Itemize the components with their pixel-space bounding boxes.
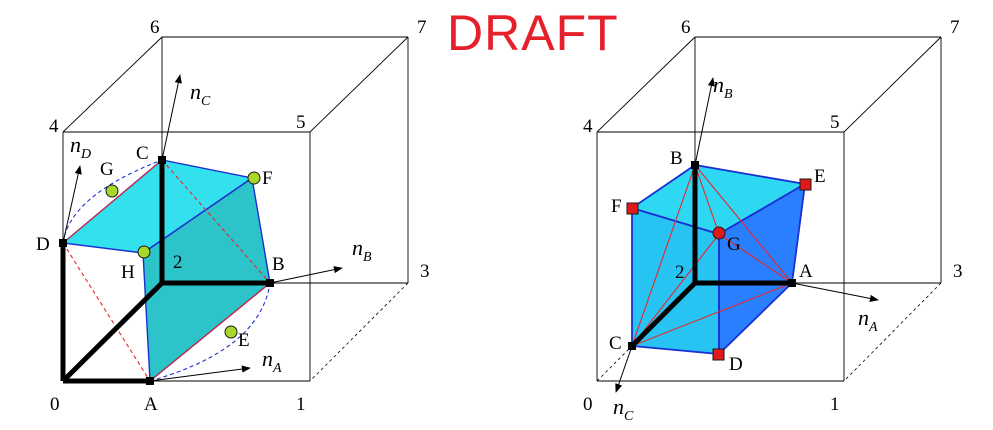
right-point-B: B <box>670 148 683 169</box>
right-cube-hidden-edges <box>596 282 942 382</box>
right-corner-7: 7 <box>950 17 960 38</box>
right-corner-2: 2 <box>675 262 685 283</box>
right-point-C: C <box>609 333 622 354</box>
left-corner-1: 1 <box>296 394 306 415</box>
left-point-G: G <box>100 159 114 180</box>
left-point-D: D <box>36 234 50 255</box>
left-cube: 0 1 2 3 4 5 6 7 A B C D E F G H nA nB nC… <box>36 17 430 415</box>
right-thick-axes <box>630 165 792 348</box>
right-point-D: D <box>729 354 743 375</box>
right-corner-5: 5 <box>830 112 840 133</box>
left-normal-nA: nA <box>262 346 282 376</box>
right-corner-6: 6 <box>681 17 691 38</box>
left-normal-nC: nC <box>190 79 211 109</box>
left-corner-4: 4 <box>49 116 59 137</box>
left-corner-0: 0 <box>50 394 60 415</box>
right-red-markers <box>626 178 812 361</box>
right-point-E: E <box>814 166 826 187</box>
left-point-E: E <box>238 330 250 351</box>
right-point-A: A <box>799 261 813 282</box>
right-corner-1: 1 <box>830 394 840 415</box>
right-red-lines <box>631 164 793 347</box>
left-corner-7: 7 <box>417 17 427 38</box>
left-point-F: F <box>262 168 273 189</box>
left-normal-nD: nD <box>70 132 91 162</box>
right-corner-0: 0 <box>583 394 593 415</box>
left-normal-arrows <box>62 74 343 382</box>
left-cube-hidden-edges <box>309 282 409 382</box>
right-corner-3: 3 <box>953 261 963 282</box>
right-normal-nB: nB <box>713 72 733 102</box>
left-corner-5: 5 <box>296 112 306 133</box>
left-red-solid <box>62 159 271 382</box>
left-normal-nB: nB <box>352 235 372 265</box>
right-normal-nC: nC <box>613 394 634 424</box>
right-corner-4: 4 <box>583 116 593 137</box>
left-point-B: B <box>272 254 285 275</box>
right-point-G: G <box>727 234 741 255</box>
left-green-markers <box>105 171 261 339</box>
right-cube: 0 1 2 3 4 5 6 7 A B C D E F G nB nA nC <box>583 17 963 424</box>
left-red-dashed <box>62 159 271 382</box>
left-point-H: H <box>121 262 135 283</box>
left-corner-6: 6 <box>150 17 160 38</box>
left-point-A: A <box>144 394 158 415</box>
left-corner-2: 2 <box>173 252 183 273</box>
draft-watermark: DRAFT <box>447 5 619 61</box>
left-thick-axes <box>60 160 270 384</box>
left-corner-3: 3 <box>420 261 430 282</box>
right-normal-arrows <box>615 77 879 393</box>
left-point-C: C <box>136 143 149 164</box>
right-normal-nA: nA <box>858 305 878 335</box>
right-point-F: F <box>611 196 622 217</box>
